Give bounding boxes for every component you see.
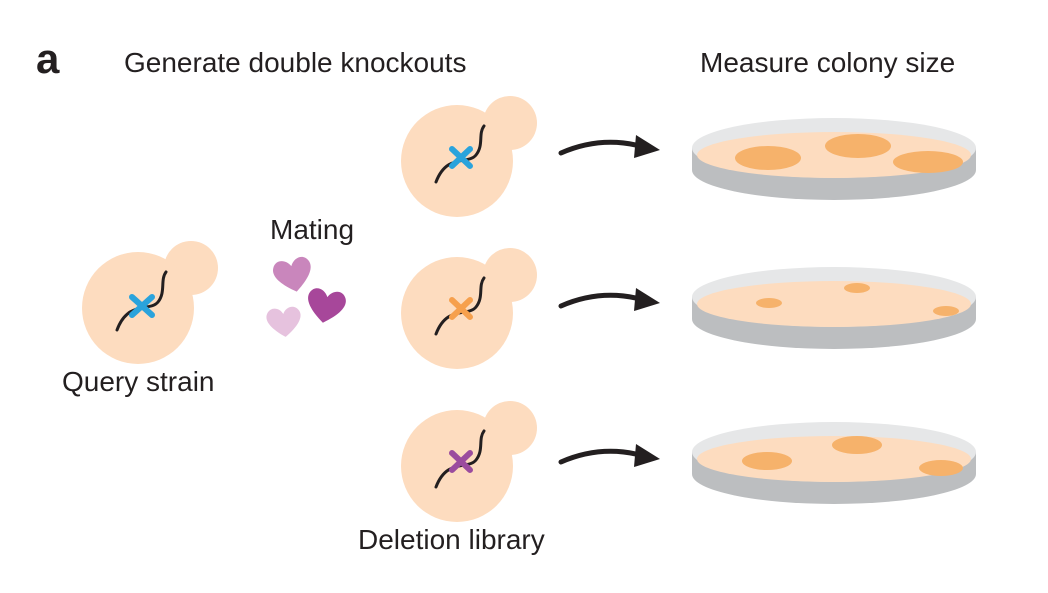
chromosome-icon (434, 276, 486, 336)
colony (832, 436, 882, 454)
heading-generate-double-knockouts: Generate double knockouts (124, 47, 467, 78)
curved-arrow-icon (558, 288, 660, 311)
heading-measure-colony-size: Measure colony size (700, 47, 956, 78)
yeast-cell-icon (401, 96, 537, 217)
chromosome-icon (434, 124, 486, 184)
colony (893, 151, 963, 173)
yeast-cell-icon (82, 241, 218, 364)
colony (919, 460, 963, 476)
petri-dish-icon (692, 118, 976, 200)
label-mating: Mating (270, 214, 355, 245)
yeast-cell-icon (401, 401, 537, 522)
chromosome-icon (115, 270, 168, 332)
deletion-cross-icon (449, 297, 473, 320)
deletion-cross-icon (449, 146, 473, 169)
deletion-cross-icon (449, 450, 473, 473)
colony (756, 298, 782, 308)
curved-arrow-icon (558, 135, 660, 158)
colony (933, 306, 959, 316)
panel-label: a (36, 35, 60, 82)
label-deletion-library: Deletion library (358, 524, 545, 555)
petri-dish-icon (692, 422, 976, 504)
heart-icon (308, 288, 346, 323)
chromosome-icon (434, 429, 486, 489)
colony (742, 452, 792, 470)
petri-dish-icon (692, 267, 976, 349)
heart-icon (273, 256, 311, 292)
heart-icon (266, 306, 301, 337)
yeast-cell-icon (401, 248, 537, 369)
curved-arrow-icon (558, 444, 660, 467)
label-query-strain: Query strain (62, 366, 215, 397)
deletion-cross-icon (129, 294, 155, 318)
colony (825, 134, 891, 158)
colony (735, 146, 801, 170)
colony (844, 283, 870, 293)
